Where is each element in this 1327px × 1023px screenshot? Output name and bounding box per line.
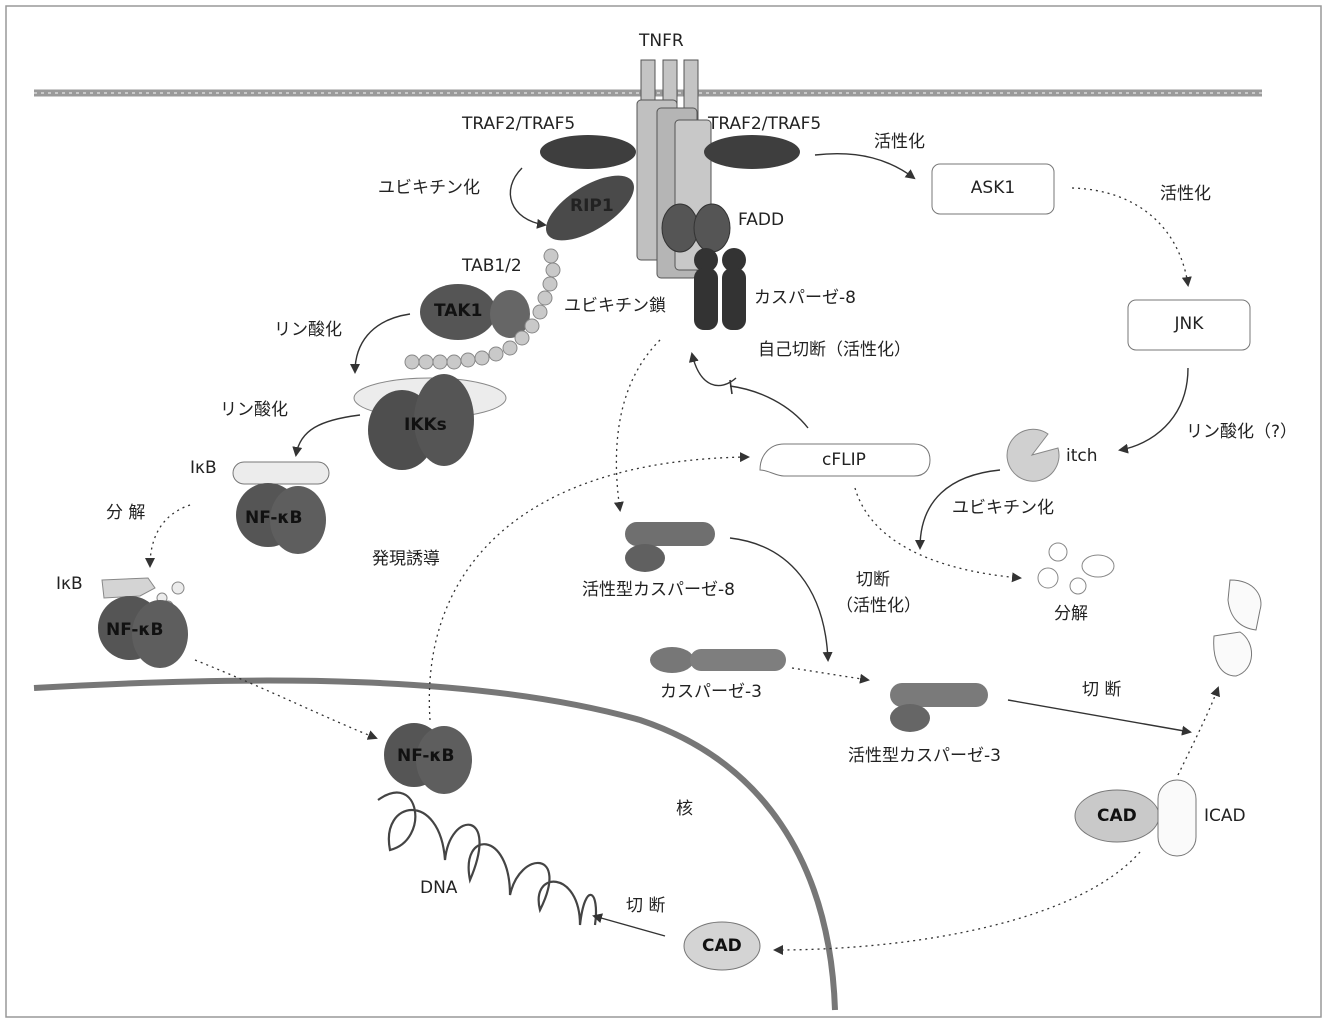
fragment-circle-1 bbox=[172, 582, 184, 594]
ubiquitination-left-label: ユビキチン化 bbox=[378, 180, 480, 197]
icad-fragment-1 bbox=[1228, 580, 1261, 630]
ikb1-shape bbox=[233, 462, 329, 484]
rip1-label: RIP1 bbox=[570, 198, 614, 215]
caspase8-label: カスパーゼ-8 bbox=[754, 290, 856, 307]
cflip-label: cFLIP bbox=[822, 452, 866, 469]
activate-1-label: 活性化 bbox=[874, 134, 925, 151]
act-casp3-shape-b bbox=[890, 704, 930, 732]
cleave-2-label: 切 断 bbox=[626, 898, 665, 915]
jnk-label: JNK bbox=[1128, 316, 1250, 333]
ikb1-label: IκB bbox=[190, 460, 217, 477]
act-casp8-shape-a bbox=[625, 522, 715, 546]
cleave-activate-label-2: （活性化） bbox=[836, 598, 921, 615]
icad-label: ICAD bbox=[1204, 808, 1246, 825]
tak1-label: TAK1 bbox=[434, 303, 482, 320]
caspase3-label: カスパーゼ-3 bbox=[660, 684, 762, 701]
fadd-shape-1 bbox=[662, 204, 698, 252]
active-caspase3-label: 活性型カスパーゼ-3 bbox=[848, 748, 1001, 765]
cleave-activate-label-1: 切断 bbox=[856, 572, 890, 589]
traf-left-label: TRAF2/TRAF5 bbox=[462, 116, 575, 133]
itch-shape bbox=[1007, 429, 1059, 481]
fadd-shape-2 bbox=[694, 204, 730, 252]
act-casp8-shape-b bbox=[625, 544, 665, 572]
phosphorylation-2-label: リン酸化 bbox=[220, 402, 288, 419]
traf-right-label: TRAF2/TRAF5 bbox=[708, 116, 821, 133]
activate-2-label: 活性化 bbox=[1160, 186, 1211, 203]
tab-label: TAB1/2 bbox=[462, 258, 522, 275]
dashed-arrows bbox=[150, 188, 1218, 950]
nfkb1-label: NF-κB bbox=[245, 510, 302, 527]
degrade-1-label: 分 解 bbox=[106, 505, 145, 522]
icad-fragment-2 bbox=[1214, 632, 1252, 676]
ubiquitin-chain-label: ユビキチン鎖 bbox=[564, 298, 666, 315]
itch-label: itch bbox=[1066, 448, 1098, 465]
nfkb2-label: NF-κB bbox=[106, 622, 163, 639]
traf-right-shape bbox=[704, 135, 800, 169]
ubiquitination-right-label: ユビキチン化 bbox=[952, 500, 1054, 517]
dna-helix bbox=[378, 793, 596, 925]
ikb2-fragment bbox=[102, 578, 155, 598]
casp3-shape-a bbox=[650, 647, 694, 673]
degraded-fragments bbox=[1038, 543, 1114, 594]
degrade-2-label: 分解 bbox=[1054, 606, 1088, 623]
self-cleave-label: 自己切断（活性化） bbox=[758, 342, 911, 359]
nucleus-label: 核 bbox=[676, 801, 693, 818]
ask1-label: ASK1 bbox=[932, 180, 1054, 197]
tnfr-label: TNFR bbox=[639, 33, 684, 50]
casp3-shape-b bbox=[690, 649, 786, 671]
active-caspase8-label: 活性型カスパーゼ-8 bbox=[582, 582, 735, 599]
cad-bottom-label: CAD bbox=[702, 938, 742, 955]
phosphorylation-1-label: リン酸化 bbox=[274, 322, 342, 339]
fadd-label: FADD bbox=[738, 212, 784, 229]
ikb2-label: IκB bbox=[56, 576, 83, 593]
icad-shape bbox=[1158, 780, 1196, 856]
nfkb3-label: NF-κB bbox=[397, 748, 454, 765]
act-casp3-shape-a bbox=[890, 683, 988, 707]
dna-label: DNA bbox=[420, 880, 457, 897]
traf-left-shape bbox=[540, 135, 636, 169]
cad-top-label: CAD bbox=[1097, 808, 1137, 825]
cleave-1-label: 切 断 bbox=[1082, 682, 1121, 699]
ikks-label: IKKs bbox=[404, 417, 447, 434]
phosphorylation-q-label: リン酸化（?） bbox=[1186, 424, 1297, 441]
caspase8-shape bbox=[694, 248, 746, 330]
induce-label: 発現誘導 bbox=[372, 551, 440, 568]
